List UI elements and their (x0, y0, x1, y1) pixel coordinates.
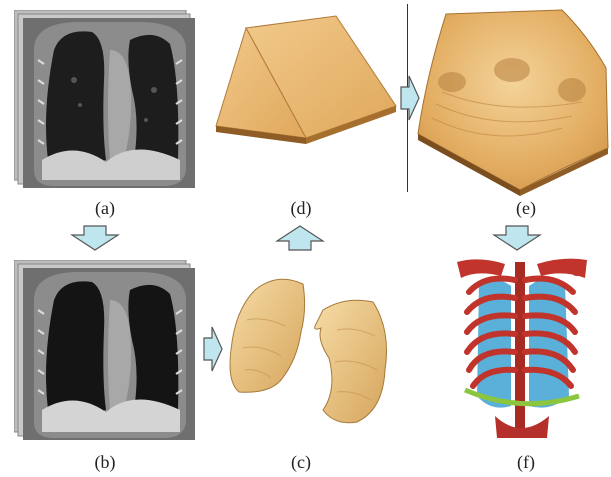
panel-label-d: (d) (271, 198, 331, 219)
arrow-a-to-b (70, 225, 120, 251)
panel-label-f: (f) (496, 452, 556, 473)
lung-surfaces (225, 270, 395, 430)
panel-label-e: (e) (496, 198, 556, 219)
panel-c-lung-render (225, 270, 395, 430)
panel-d-flat-sheet (212, 8, 402, 168)
flat-sheet (212, 8, 402, 168)
panel-label-b: (b) (75, 452, 135, 473)
deformed-sheet (412, 8, 610, 196)
panel-a-ct-stack (14, 10, 196, 188)
panel-label-a: (a) (75, 198, 135, 219)
panel-e-deformed-sheet (412, 8, 610, 196)
panel-f-ribcage-render (455, 256, 595, 440)
ct-image-a (14, 10, 196, 188)
arrow-c-to-d (275, 225, 325, 251)
panel-label-c: (c) (271, 452, 331, 473)
ribcage-with-lungs (455, 256, 595, 440)
ct-image-b (14, 260, 196, 440)
panel-b-ct-stack-segmented (14, 260, 196, 440)
arrow-e-to-f (492, 225, 542, 251)
arrow-b-to-c (203, 325, 223, 373)
